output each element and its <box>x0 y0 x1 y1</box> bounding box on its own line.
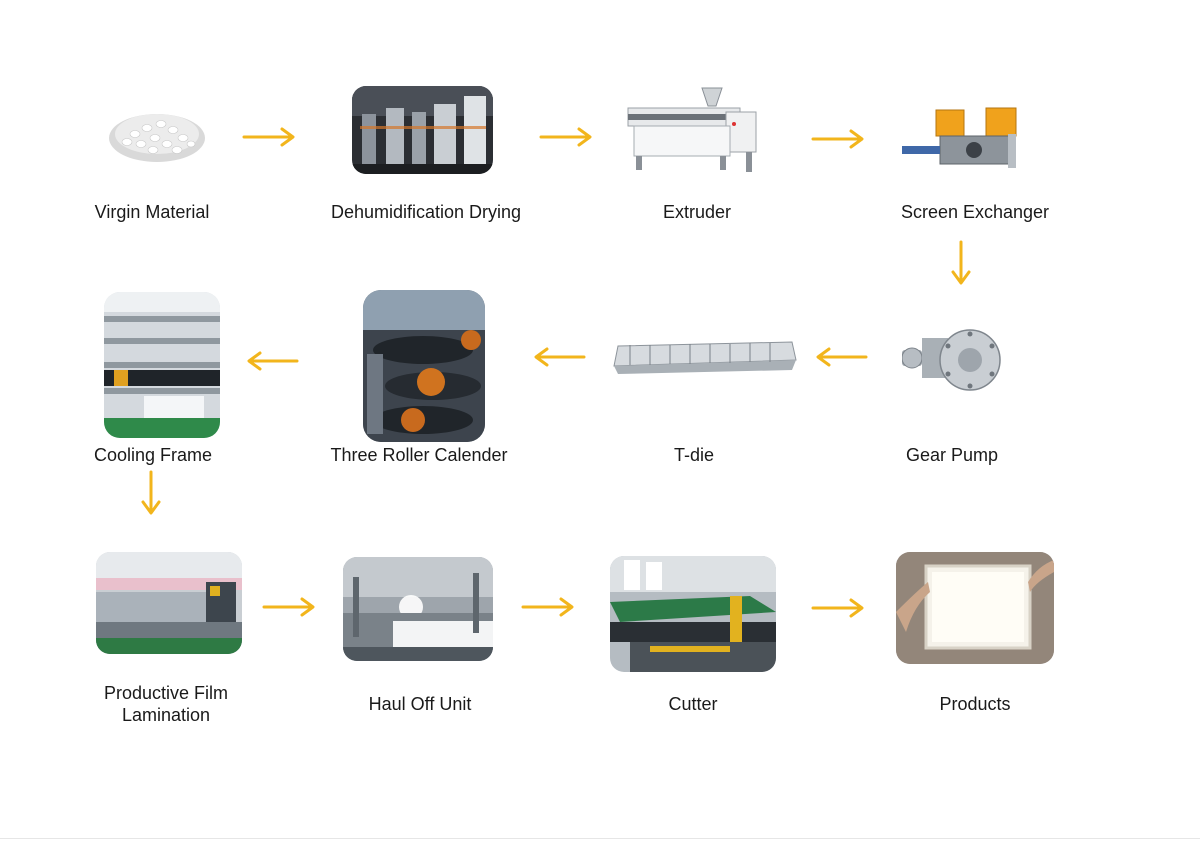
arrow-right-icon <box>262 596 318 618</box>
step-label-virgin-material: Virgin Material <box>94 202 210 222</box>
arrow-right-icon <box>811 597 867 619</box>
calender-photo <box>363 290 485 442</box>
screen-exchanger-icon <box>900 106 1020 172</box>
cooling-frame-photo <box>104 292 220 438</box>
step-label-three-roller-calender: Three Roller Calender <box>330 445 508 465</box>
arrow-right-icon <box>539 126 595 148</box>
arrow-left-icon <box>814 346 868 368</box>
arrow-right-icon <box>242 126 298 148</box>
dryer-photo <box>352 86 493 174</box>
step-label-cutter: Cutter <box>668 694 718 714</box>
step-label-t-die: T-die <box>673 445 715 465</box>
products-photo <box>896 552 1054 664</box>
extruder-icon <box>622 78 762 178</box>
arrow-right-icon <box>521 596 577 618</box>
step-label-productive-film-lamination: Productive Film Lamination <box>103 683 229 725</box>
step-label-extruder: Extruder <box>662 202 732 222</box>
step-label-haul-off-unit: Haul Off Unit <box>368 694 472 714</box>
step-label-cooling-frame: Cooling Frame <box>93 445 213 465</box>
step-label-gear-pump: Gear Pump <box>905 445 999 465</box>
step-label-products: Products <box>939 694 1011 714</box>
cutter-photo <box>610 556 776 672</box>
haul-off-photo <box>343 557 493 661</box>
arrow-left-icon <box>245 350 299 372</box>
t-die-icon <box>610 336 800 376</box>
arrow-down-icon <box>140 470 162 518</box>
arrow-right-icon <box>811 128 867 150</box>
step-label-screen-exchanger: Screen Exchanger <box>900 202 1050 222</box>
lamination-photo <box>96 552 242 654</box>
gear-pump-icon <box>902 322 1006 398</box>
bottom-divider <box>0 838 1200 839</box>
arrow-down-icon <box>950 240 972 288</box>
step-label-dehumidification-drying: Dehumidification Drying <box>330 202 522 222</box>
plastic-pellets-icon <box>105 104 209 164</box>
arrow-left-icon <box>532 346 586 368</box>
